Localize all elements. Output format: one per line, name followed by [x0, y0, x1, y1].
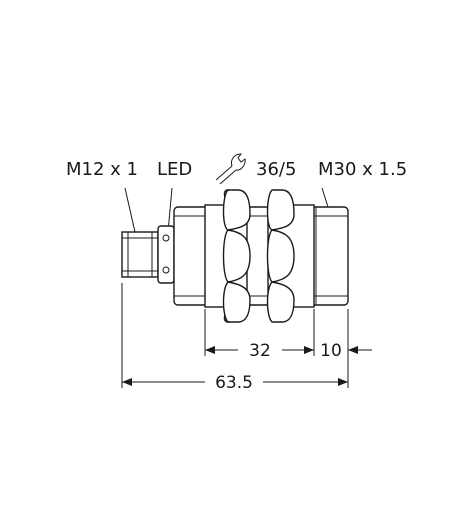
led-label: LED: [157, 159, 192, 180]
dimension-32: 32: [205, 341, 314, 361]
housing-thread-label: M30 x 1.5: [318, 159, 407, 180]
hex-nut-left: [204, 189, 251, 323]
wrench-size-label: 36/5: [256, 159, 296, 180]
wrench-icon: [215, 153, 246, 185]
hex-nut-right: [266, 189, 315, 323]
led-leader: [167, 187, 173, 233]
m12-connector: [121, 231, 159, 278]
dimension-10: 10: [320, 341, 372, 361]
dimension-10-value: 10: [320, 341, 342, 361]
sensor-housing: [173, 206, 349, 306]
housing-leader: [321, 187, 329, 208]
connector-leader: [124, 187, 136, 233]
connector-thread-label: M12 x 1: [66, 159, 138, 180]
dimension-63-5: 63.5: [122, 373, 348, 393]
led-ring: [157, 225, 175, 284]
led-indicator: [162, 234, 170, 242]
dimension-32-value: 32: [249, 341, 271, 361]
dimension-63-5-value: 63.5: [215, 373, 253, 393]
